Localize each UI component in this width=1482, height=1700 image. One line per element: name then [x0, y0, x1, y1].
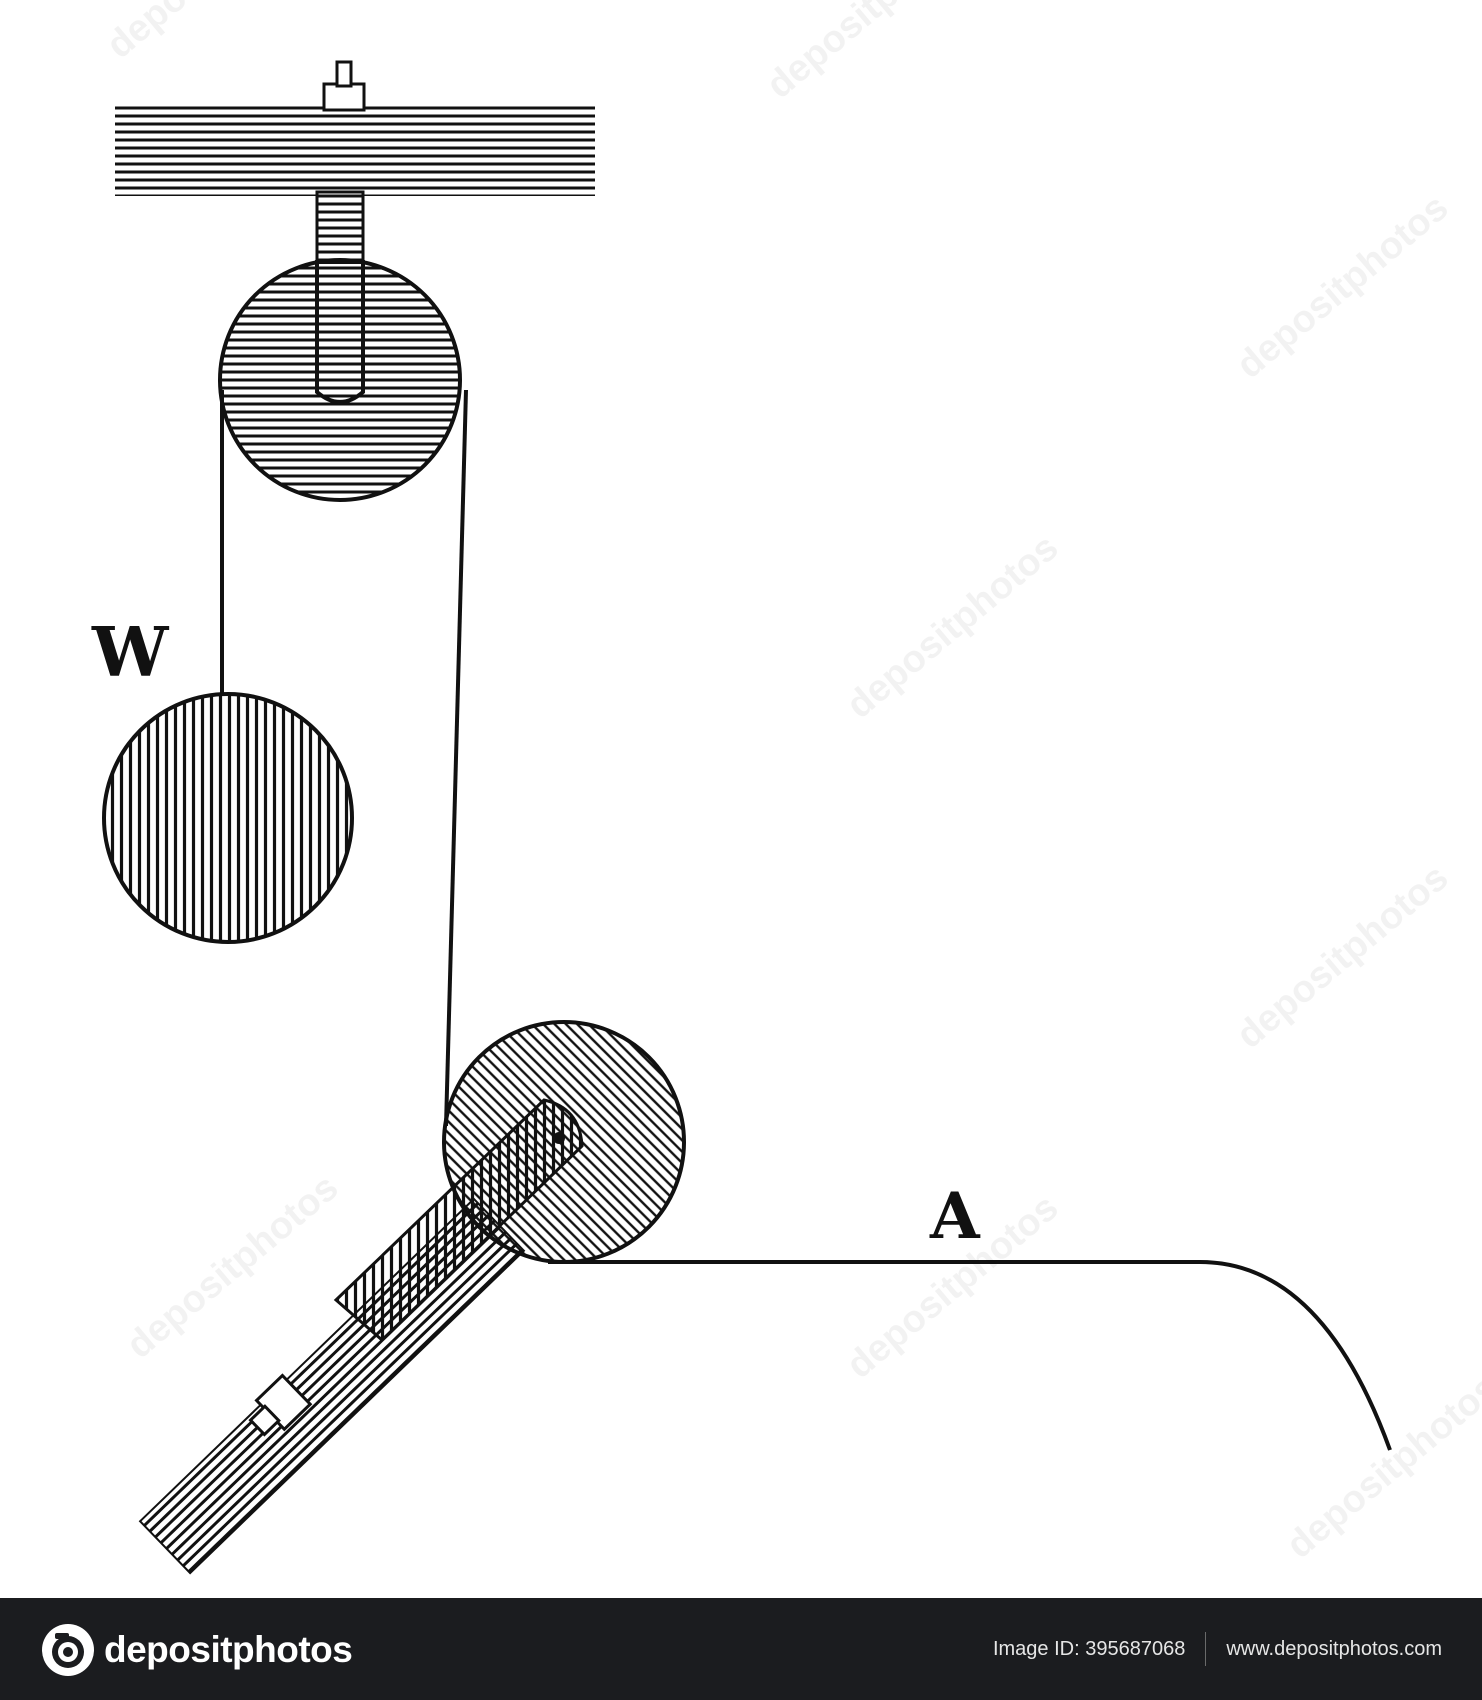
top-bolt [322, 60, 366, 112]
image-meta: Image ID: 395687068 www.depositphotos.co… [993, 1598, 1442, 1700]
top-bracket [315, 190, 365, 404]
footer-bar: depositphotos Image ID: 395687068 www.de… [0, 1598, 1482, 1700]
watermark: depositphotos [119, 1166, 347, 1366]
meta-divider [1205, 1632, 1207, 1666]
site-url[interactable]: www.depositphotos.com [1226, 1637, 1442, 1660]
rope [220, 389, 1392, 1451]
lower-plate [138, 1197, 526, 1575]
brand-name: depositphotos [104, 1629, 353, 1670]
weight-ball [102, 692, 354, 944]
top-pulley [217, 258, 463, 502]
watermark: depositphotos [99, 0, 327, 67]
brand[interactable]: depositphotos [40, 1622, 353, 1678]
watermark: depositphotos [759, 0, 987, 107]
watermark: depositphotos [1229, 186, 1457, 386]
pulley-diagram: W A depositphotos depositphotos depositpho… [91, 0, 1482, 1575]
label-a: A [929, 1179, 981, 1254]
watermark: depositphotos [1279, 1366, 1482, 1566]
top-beam [115, 106, 595, 196]
camera-logo-icon [42, 1624, 94, 1676]
lower-bolt [248, 1373, 313, 1437]
watermark: depositphotos [839, 526, 1067, 726]
watermark: depositphotos [1229, 856, 1457, 1056]
image-id: Image ID: 395687068 [992, 1637, 1186, 1660]
label-weight: W [91, 613, 170, 693]
